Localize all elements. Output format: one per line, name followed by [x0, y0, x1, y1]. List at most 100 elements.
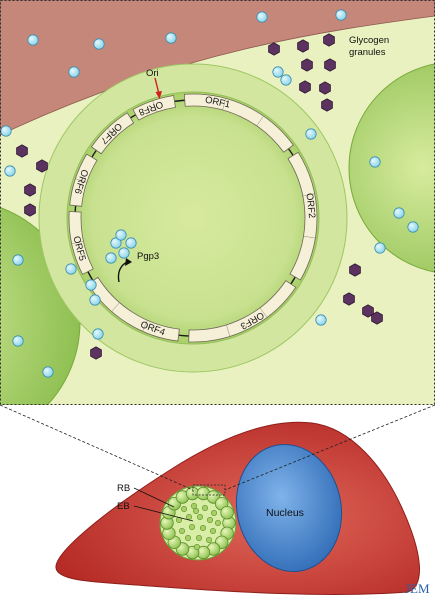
host-cytoplasm — [0, 0, 435, 136]
orf-segment — [87, 276, 180, 342]
glycogen-granule — [323, 33, 335, 47]
ori-arrowhead — [155, 91, 162, 99]
orf-tick — [107, 127, 117, 137]
elementary-body — [185, 534, 192, 541]
reticulate-body — [220, 506, 234, 520]
elementary-body — [207, 516, 214, 523]
orf-tick — [71, 241, 84, 245]
eb-label: EB — [117, 501, 130, 512]
pgp3-proteins — [0, 9, 419, 378]
pgp3-protein — [68, 66, 80, 78]
glycogen-granule — [24, 183, 36, 197]
elementary-body — [211, 509, 218, 516]
elementary-body — [179, 527, 186, 534]
orf-tick — [259, 307, 268, 318]
pgp3-protein — [42, 366, 54, 378]
glycogen-granule — [324, 58, 336, 72]
ori-label: Ori — [146, 68, 159, 79]
glycogen-granules — [16, 33, 383, 360]
rb-label: RB — [117, 483, 130, 494]
pgp3-protein — [165, 32, 177, 44]
pgp3-protein — [125, 237, 137, 249]
zoom-region — [192, 484, 226, 496]
pgp3-protein — [280, 74, 292, 86]
orf-tick — [75, 178, 87, 183]
pgp3-protein — [92, 328, 104, 340]
pgp3-protein — [256, 11, 268, 23]
elementary-body — [210, 527, 217, 534]
glycogen-granule — [24, 203, 36, 217]
orf-label: ORF1 — [204, 95, 231, 111]
orf-tick — [303, 235, 316, 239]
host-cell: Nucleus — [55, 421, 420, 595]
elementary-body — [193, 507, 200, 514]
orf-label: ORF2 — [304, 192, 318, 218]
pgp3-protein — [110, 237, 122, 249]
arrow-down-icon — [154, 77, 160, 95]
elementary-body — [194, 543, 201, 550]
orf-tick — [226, 324, 231, 337]
glycogen-granule — [90, 346, 102, 360]
orf-tick — [256, 115, 264, 127]
orf-segment — [132, 95, 176, 121]
pgp3-protein — [315, 314, 327, 326]
pgp3-protein — [118, 247, 130, 259]
glycogen-label-line2: granules — [349, 47, 386, 58]
inclusion-body-inner — [66, 91, 320, 345]
orf-tick — [111, 302, 120, 312]
glycogen-granule — [349, 263, 361, 277]
orf-tick — [222, 98, 227, 111]
pgp3-protein — [335, 9, 347, 21]
ori-marker: Ori — [146, 68, 162, 99]
orf-tick — [142, 320, 148, 332]
glycogen-label-line1: Glycogen — [349, 35, 389, 46]
pgp3-arrowhead — [125, 258, 132, 266]
elementary-body — [197, 513, 204, 520]
elementary-body — [202, 504, 209, 511]
orf-segment — [69, 153, 98, 207]
orf-segment — [287, 151, 318, 281]
pgp3-protein — [12, 335, 24, 347]
pgp3-protein — [374, 242, 386, 254]
pgp3-protein — [105, 252, 117, 264]
pgp3-protein — [272, 66, 284, 78]
pgp3-protein — [0, 125, 12, 137]
nucleus — [235, 443, 343, 573]
chlamydial-bodies — [160, 486, 236, 560]
pgp3-protein — [4, 165, 16, 177]
elementary-body — [186, 513, 193, 520]
pgp3-protein — [115, 229, 127, 241]
pgp3-protein — [12, 254, 24, 266]
orf-tick — [302, 193, 315, 197]
pgp3-protein — [89, 294, 101, 306]
elementary-body — [206, 536, 213, 543]
elementary-body — [191, 502, 198, 509]
pgp3-protein — [27, 34, 39, 46]
glycogen-granule — [343, 292, 355, 306]
nucleus-label: Nucleus — [266, 507, 304, 519]
pgp3-arrow: Pgp3 — [117, 251, 159, 283]
zoom-lines — [0, 404, 435, 496]
pgp3-protein — [65, 263, 77, 275]
journal-logo: JEM — [405, 581, 430, 596]
orf-segment — [188, 280, 297, 343]
glycogen-granule — [301, 58, 313, 72]
orf-segment — [68, 211, 94, 275]
glycogen-granule — [297, 39, 309, 53]
elementary-body — [181, 505, 188, 512]
glycogen-granule — [319, 81, 331, 95]
glycogen-granule — [321, 98, 333, 112]
glycogen-granule — [371, 311, 383, 325]
pgp3-protein — [393, 207, 405, 219]
neighbor-inclusion-right — [348, 63, 435, 273]
elementary-body — [200, 524, 207, 531]
glycogen-granule — [362, 304, 374, 318]
elementary-body — [196, 534, 203, 541]
glycogen-granule — [268, 42, 280, 56]
pgp3-protein — [369, 156, 381, 168]
pgp3-label: Pgp3 — [137, 251, 159, 262]
